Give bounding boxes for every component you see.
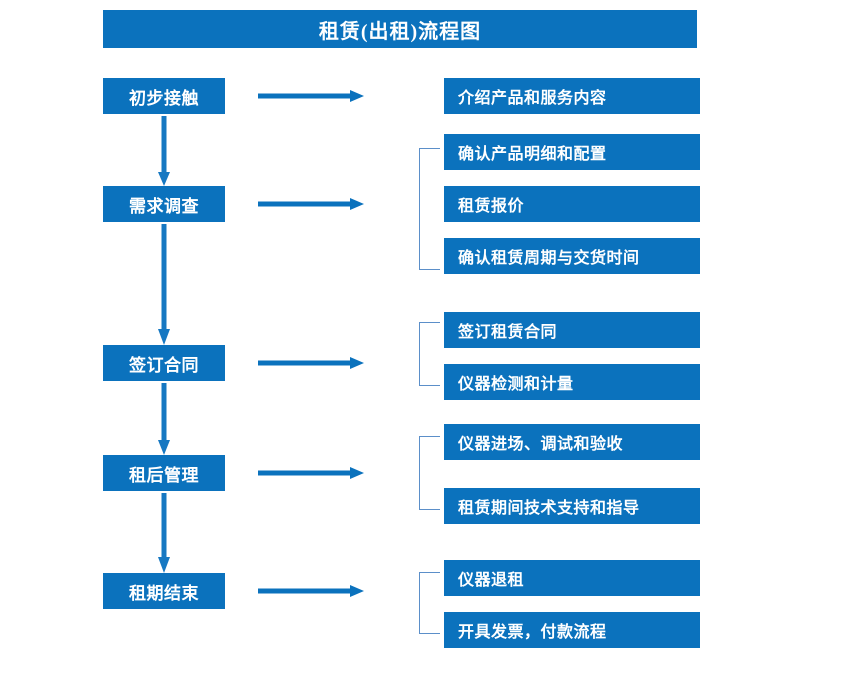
detail-node-8[interactable]: 租赁期间技术支持和指导: [444, 488, 700, 524]
stage-node-5[interactable]: 租期结束: [103, 573, 225, 609]
detail-node-9[interactable]: 仪器退租: [444, 560, 700, 596]
group-bracket-3: [419, 436, 440, 510]
detail-node-10[interactable]: 开具发票，付款流程: [444, 612, 700, 648]
detail-node-4[interactable]: 确认租赁周期与交货时间: [444, 238, 700, 274]
horizontal-arrow-icon-3: [258, 357, 364, 369]
group-bracket-1: [419, 148, 440, 270]
horizontal-arrow-icon-5: [258, 585, 364, 597]
group-bracket-2: [419, 322, 440, 386]
detail-node-3[interactable]: 租赁报价: [444, 186, 700, 222]
vertical-arrow-icon-2: [158, 224, 170, 345]
detail-node-2[interactable]: 确认产品明细和配置: [444, 134, 700, 170]
horizontal-arrow-icon-1: [258, 90, 364, 102]
detail-node-7[interactable]: 仪器进场、调试和验收: [444, 424, 700, 460]
horizontal-arrow-icon-2: [258, 198, 364, 210]
vertical-arrow-icon-1: [158, 116, 170, 186]
stage-node-4[interactable]: 租后管理: [103, 455, 225, 491]
vertical-arrow-icon-4: [158, 493, 170, 573]
detail-node-5[interactable]: 签订租赁合同: [444, 312, 700, 348]
page-title: 租赁(出租)流程图: [103, 10, 697, 48]
stage-node-1[interactable]: 初步接触: [103, 78, 225, 114]
detail-node-6[interactable]: 仪器检测和计量: [444, 364, 700, 400]
group-bracket-4: [419, 572, 440, 634]
detail-node-1[interactable]: 介绍产品和服务内容: [444, 78, 700, 114]
stage-node-2[interactable]: 需求调查: [103, 186, 225, 222]
horizontal-arrow-icon-4: [258, 467, 364, 479]
stage-node-3[interactable]: 签订合同: [103, 345, 225, 381]
vertical-arrow-icon-3: [158, 383, 170, 455]
